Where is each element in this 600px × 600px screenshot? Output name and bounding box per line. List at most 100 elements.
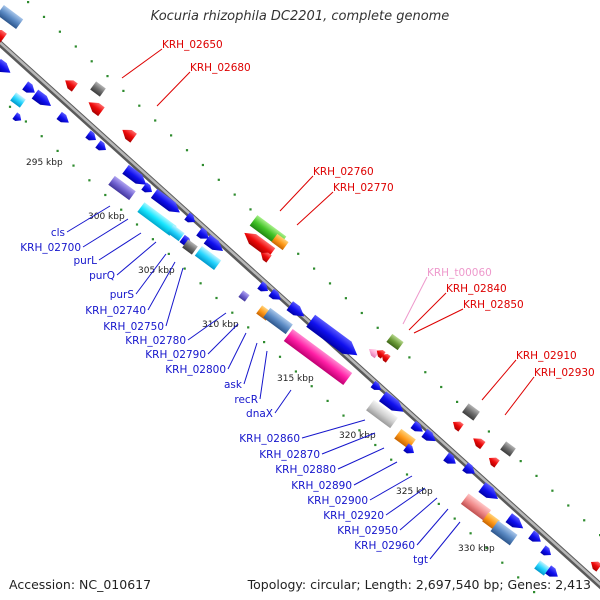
reverse-gene-label[interactable]: KRH_t00060: [427, 267, 492, 279]
forward-gene-arrow[interactable]: [203, 234, 227, 256]
forward-gene-label[interactable]: KRH_02860: [239, 433, 300, 445]
forward-gene-label[interactable]: purQ: [89, 270, 115, 282]
forward-gene-arrow[interactable]: [150, 189, 183, 217]
forward-gene-arrow[interactable]: [505, 513, 526, 533]
gene-box[interactable]: [534, 560, 550, 576]
forward-gene-arrow[interactable]: [528, 530, 544, 545]
forward-gene-arrow[interactable]: [378, 391, 407, 416]
forward-gene-label[interactable]: cls: [51, 227, 65, 239]
forward-gene-label[interactable]: ask: [224, 379, 243, 391]
forward-gene-arrow[interactable]: [257, 281, 270, 294]
gene-box[interactable]: [263, 307, 293, 335]
forward-gene-arrow[interactable]: [95, 140, 108, 153]
reverse-gene-label[interactable]: KRH_02650: [162, 39, 223, 51]
forward-gene-label[interactable]: KRH_02790: [145, 349, 206, 361]
forward-label-leader: [187, 312, 227, 341]
forward-gene-arrow[interactable]: [141, 182, 154, 195]
gene-box[interactable]: [271, 233, 289, 251]
forward-gene-label[interactable]: KRH_02870: [259, 449, 320, 461]
forward-gene-arrow[interactable]: [443, 452, 459, 467]
reverse-gene-label[interactable]: KRH_02850: [463, 299, 524, 311]
reverse-gene-arrow[interactable]: [379, 351, 391, 363]
forward-gene-label[interactable]: recR: [234, 394, 258, 406]
reverse-gene-arrow[interactable]: [486, 454, 500, 468]
reverse-gene-arrow[interactable]: [62, 76, 78, 92]
forward-gene-label[interactable]: KRH_02900: [307, 495, 368, 507]
gene-box[interactable]: [90, 81, 106, 97]
forward-label-leader: [243, 342, 258, 385]
forward-gene-label[interactable]: KRH_02950: [337, 525, 398, 537]
gene-box[interactable]: [500, 441, 516, 457]
forward-gene-arrow[interactable]: [31, 89, 55, 111]
reverse-gene-arrow[interactable]: [0, 25, 7, 43]
reverse-gene-arrow[interactable]: [119, 125, 137, 143]
forward-gene-arrow[interactable]: [478, 482, 501, 504]
reverse-gene-arrow[interactable]: [367, 346, 380, 359]
map-title: Kocuria rhizophila DC2201, complete geno…: [150, 9, 450, 24]
gene-box[interactable]: [462, 403, 480, 421]
forward-gene-arrow[interactable]: [268, 288, 284, 303]
gene-box[interactable]: [238, 290, 250, 302]
forward-gene-arrow[interactable]: [410, 420, 426, 435]
forward-gene-arrow[interactable]: [306, 314, 362, 362]
forward-gene-label[interactable]: tgt: [413, 554, 428, 566]
gene-box[interactable]: [366, 399, 398, 429]
forward-gene-arrow[interactable]: [12, 112, 23, 123]
gene-box[interactable]: [386, 333, 404, 351]
reverse-gene-arrow[interactable]: [85, 98, 105, 117]
scale-tick-label: 310 kbp: [202, 320, 239, 330]
forward-gene-arrow[interactable]: [403, 443, 416, 456]
gene-box[interactable]: [194, 246, 222, 270]
reverse-gene-label[interactable]: KRH_02840: [446, 283, 507, 295]
gene-box[interactable]: [0, 5, 24, 29]
reverse-gene-arrow[interactable]: [374, 347, 386, 359]
reverse-gene-label[interactable]: KRH_02680: [190, 62, 251, 74]
reverse-gene-arrow[interactable]: [471, 435, 486, 450]
forward-gene-label[interactable]: KRH_02800: [165, 364, 226, 376]
forward-gene-label[interactable]: KRH_02960: [354, 540, 415, 552]
forward-gene-label[interactable]: KRH_02890: [291, 480, 352, 492]
reverse-gene-label[interactable]: KRH_02930: [534, 367, 595, 379]
gene-box[interactable]: [490, 520, 518, 546]
gene-box[interactable]: [10, 92, 26, 108]
forward-gene-arrow[interactable]: [56, 111, 72, 126]
forward-gene-arrow[interactable]: [0, 58, 14, 77]
scale-tick-label: 305 kbp: [138, 266, 175, 276]
forward-gene-label[interactable]: KRH_02750: [103, 321, 164, 333]
reverse-gene-arrow[interactable]: [258, 249, 272, 263]
reverse-gene-arrow[interactable]: [241, 228, 276, 258]
forward-gene-label[interactable]: KRH_02740: [85, 305, 146, 317]
forward-gene-arrow[interactable]: [462, 462, 478, 477]
forward-label-leader: [98, 232, 142, 261]
gene-box[interactable]: [283, 328, 353, 386]
forward-gene-arrow[interactable]: [421, 428, 438, 445]
reverse-label-leader: [296, 191, 334, 226]
forward-gene-label[interactable]: KRH_02880: [275, 464, 336, 476]
reverse-gene-arrow[interactable]: [588, 558, 600, 572]
forward-gene-arrow[interactable]: [286, 301, 307, 321]
forward-gene-label[interactable]: purS: [110, 289, 135, 301]
gene-box[interactable]: [460, 493, 492, 521]
gene-box[interactable]: [182, 239, 198, 255]
forward-gene-arrow[interactable]: [122, 164, 149, 189]
forward-gene-arrow[interactable]: [196, 227, 212, 242]
gene-box[interactable]: [137, 202, 177, 236]
reverse-gene-arrow[interactable]: [450, 418, 464, 432]
forward-gene-label[interactable]: KRH_02780: [125, 335, 186, 347]
gene-box[interactable]: [394, 428, 416, 450]
forward-gene-arrow[interactable]: [22, 81, 38, 96]
forward-gene-arrow[interactable]: [545, 565, 561, 580]
forward-gene-arrow[interactable]: [85, 130, 98, 143]
forward-gene-label[interactable]: KRH_02700: [20, 242, 81, 254]
forward-gene-label[interactable]: purL: [74, 255, 98, 267]
forward-gene-arrow[interactable]: [370, 380, 384, 393]
reverse-gene-label[interactable]: KRH_02770: [333, 182, 394, 194]
forward-gene-arrow[interactable]: [540, 545, 553, 558]
gene-box[interactable]: [167, 224, 185, 242]
gene-box[interactable]: [108, 175, 136, 201]
reverse-gene-label[interactable]: KRH_02910: [516, 350, 577, 362]
forward-gene-label[interactable]: KRH_02920: [323, 510, 384, 522]
reverse-gene-label[interactable]: KRH_02760: [313, 166, 374, 178]
forward-gene-arrow[interactable]: [184, 212, 197, 225]
forward-gene-label[interactable]: dnaX: [246, 408, 273, 420]
